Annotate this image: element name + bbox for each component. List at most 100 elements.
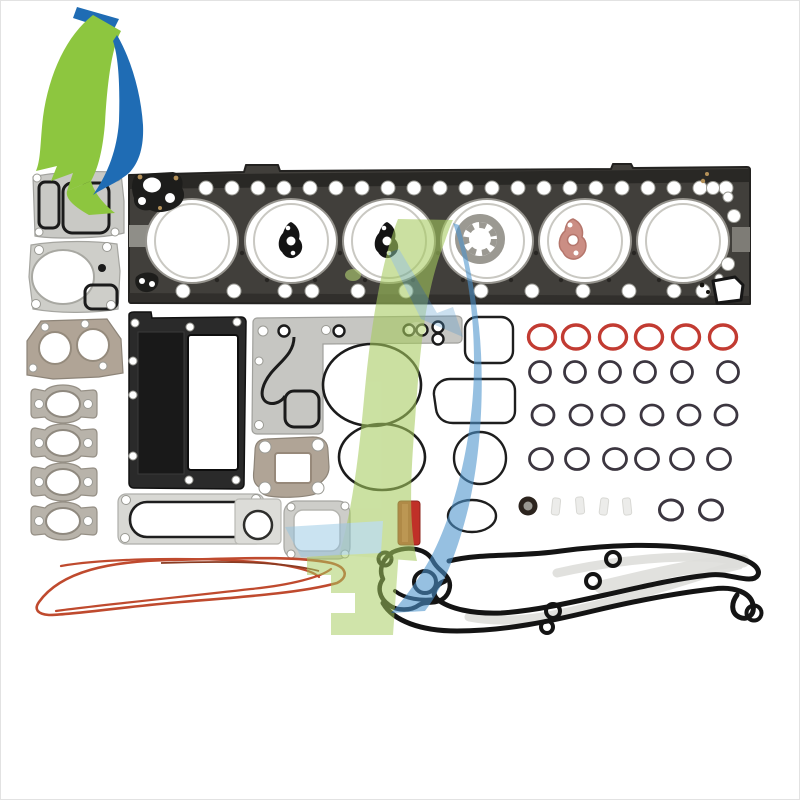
black-o-ring — [530, 403, 556, 427]
black-o-ring — [600, 403, 626, 427]
bolt-hole — [304, 283, 320, 299]
cylinder-bore — [636, 198, 730, 284]
red-o-ring — [707, 323, 739, 351]
bolt-hole — [34, 399, 44, 409]
top-left-watermark-logo — [36, 7, 144, 215]
red-o-ring — [597, 323, 629, 351]
bolt-hole — [588, 180, 604, 196]
bolt-hole — [614, 180, 630, 196]
bolt-hole — [666, 283, 682, 299]
cylinder-bore — [145, 198, 239, 284]
twin-port-exhaust-flange-gasket — [26, 318, 124, 380]
bore-fire-ring — [547, 203, 623, 279]
port — [45, 429, 81, 457]
bolt-hole — [354, 180, 370, 196]
bolt-hole — [302, 180, 318, 196]
red-o-ring — [633, 323, 665, 351]
rivet-dot — [239, 250, 245, 256]
bolt-hole — [34, 516, 44, 526]
black-o-ring — [564, 447, 590, 471]
black-o-ring — [634, 447, 660, 471]
exhaust-manifold-gasket — [30, 384, 98, 424]
logo-blue-sail — [93, 35, 144, 195]
bore-fire-ring — [645, 203, 721, 279]
small-round-port-gasket — [234, 498, 282, 545]
copper-seal — [558, 218, 587, 260]
black-o-ring — [598, 360, 622, 384]
head-gasket-right-end — [699, 172, 745, 305]
bore-fire-ring — [154, 203, 230, 279]
logo-green-tail — [66, 181, 115, 215]
bore-fire-ring — [449, 203, 525, 279]
watermark-blue-streak — [388, 249, 463, 337]
red-o-ring — [670, 323, 702, 351]
black-o-ring — [563, 360, 587, 384]
exhaust-manifold-gasket — [30, 423, 98, 463]
bolt-hole — [34, 477, 44, 487]
exhaust-manifold-gasket — [30, 462, 98, 502]
bolt-hole — [640, 180, 656, 196]
head-gasket-right-band — [732, 227, 750, 252]
black-o-ring — [633, 360, 657, 384]
bolt-hole — [432, 180, 448, 196]
bolt-hole — [198, 180, 214, 196]
rivet-dot — [214, 277, 220, 283]
bolt-hole — [250, 180, 266, 196]
bolt-hole — [621, 283, 637, 299]
bolt-hole — [406, 180, 422, 196]
red-o-ring — [526, 323, 558, 351]
port — [45, 468, 81, 496]
black-o-ring — [528, 360, 552, 384]
black-o-ring — [528, 447, 554, 471]
bolt-hole — [380, 180, 396, 196]
long-red-seal-loop — [35, 556, 346, 617]
bolt-hole — [226, 283, 242, 299]
bolt-hole — [484, 180, 500, 196]
grommet-and-clips — [518, 496, 633, 516]
rivet-dot — [362, 277, 368, 283]
bolt-hole — [575, 283, 591, 299]
black-o-ring — [639, 403, 665, 427]
black-o-ring — [716, 360, 740, 384]
bolt-hole — [276, 180, 292, 196]
thermostat-housing-gasket — [28, 240, 121, 313]
rivet-dot — [337, 250, 343, 256]
head-gasket-bottom-holes — [175, 283, 711, 299]
rocker-cover-plate-gasket — [128, 311, 247, 490]
red-o-ring — [560, 323, 592, 351]
bolt-hole — [175, 283, 191, 299]
rivet-dot — [606, 277, 612, 283]
bolt-hole — [473, 283, 489, 299]
bolt-hole — [350, 283, 366, 299]
port — [45, 390, 81, 418]
cylinder-head-gasket — [128, 163, 751, 305]
rivet-dot — [460, 277, 466, 283]
inter-bore-black-seal-1 — [278, 222, 303, 259]
rivet-dot — [312, 277, 318, 283]
square-profile-seals — [432, 315, 517, 534]
bolt-hole — [562, 180, 578, 196]
rivet-dot — [656, 277, 662, 283]
port — [45, 507, 81, 535]
black-o-ring — [669, 447, 695, 471]
bolt-hole — [83, 516, 93, 526]
bolt-hole — [458, 180, 474, 196]
head-gasket-top-holes — [198, 180, 734, 196]
rivet-dot — [533, 250, 539, 256]
rivet-dot — [558, 277, 564, 283]
bolt-hole — [83, 399, 93, 409]
injector-o-ring — [698, 498, 724, 522]
bolt-hole — [34, 438, 44, 448]
bolt-hole — [510, 180, 526, 196]
black-o-ring — [713, 403, 739, 427]
bolt-hole — [524, 283, 540, 299]
watermark-lightblue-band — [285, 521, 383, 557]
bore-fire-ring — [253, 203, 329, 279]
bolt-hole — [83, 438, 93, 448]
rounded-square-cover-gasket — [283, 500, 351, 560]
bolt-hole — [536, 180, 552, 196]
watermark-green-band — [339, 219, 453, 561]
center-watermark-logo — [285, 219, 482, 635]
head-gasket-left-seal — [132, 172, 185, 293]
